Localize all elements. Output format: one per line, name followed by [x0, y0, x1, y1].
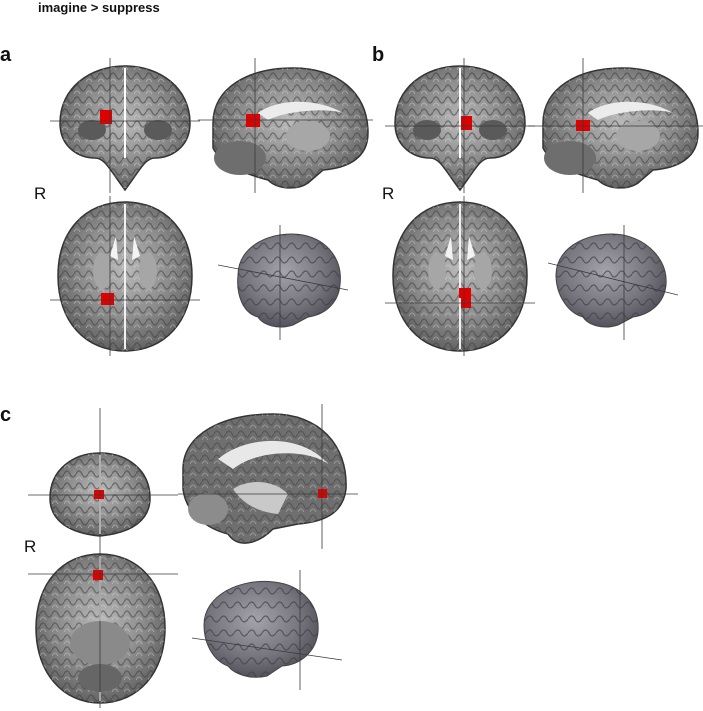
activation-blob [101, 293, 114, 305]
activation-blob [93, 570, 103, 580]
panel-b-3d-surface [548, 225, 678, 340]
activation-blob [318, 489, 327, 498]
panel-c-3d-surface [192, 570, 342, 690]
panel-a-3d-surface [218, 225, 348, 340]
panel-a-coronal-slice [50, 58, 200, 193]
panel-c-coronal-slice [28, 408, 178, 548]
panel-b-sagittal-slice [528, 58, 703, 193]
panel-b-axial-slice [385, 196, 535, 356]
activation-blob [94, 490, 104, 499]
panel-a-right-side-label: R [34, 184, 47, 203]
panel-a-axial-slice [50, 196, 200, 356]
panel-b-right-side-label: R [382, 184, 395, 203]
panel-c-right-side-label: R [24, 537, 37, 556]
panel-c-sagittal-slice [178, 404, 358, 549]
panel-a-sagittal-slice [198, 58, 373, 193]
activation-blob [100, 110, 112, 124]
activation-blob [459, 288, 471, 298]
activation-blob [461, 116, 472, 130]
activation-blob [246, 114, 260, 127]
panel-a-label: a [0, 44, 12, 66]
figure-title: imagine > suppress [38, 0, 160, 15]
panel-c-axial-slice [28, 548, 178, 708]
panel-b-label: b [372, 44, 385, 66]
panel-b-coronal-slice [385, 58, 535, 193]
panel-c-label: c [0, 404, 12, 426]
